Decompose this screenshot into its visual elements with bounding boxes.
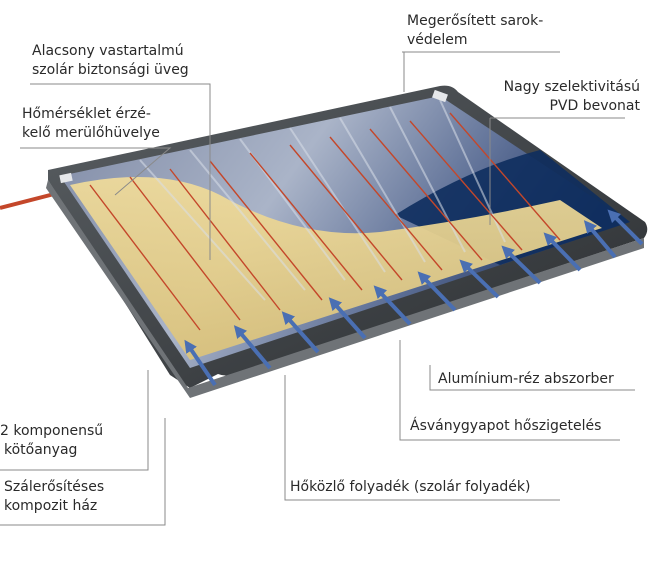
leader-lines: [0, 51, 635, 526]
fluid-flow-arrows: [184, 209, 644, 387]
corner-protection-left: [59, 172, 73, 184]
heat-pipes: [89, 112, 561, 331]
label-composite-housing: Szálerősítéses kompozit ház: [4, 479, 105, 514]
label-pvd-coating: Nagy szelektivitású PVD bevonat: [503, 79, 640, 114]
label-temperature-sensor-sleeve: Hőmérséklet érzé- kelő merülőhüvelye: [22, 106, 160, 141]
label-safety-glass: Alacsony vastartalmú szolár biztonsági ü…: [32, 43, 189, 78]
label-corner-protection: Megerősített sarok- védelem: [407, 13, 544, 48]
label-heat-transfer-fluid: Hőközlő folyadék (szolár folyadék): [290, 479, 531, 495]
label-absorber: Alumínium-réz abszorber: [438, 371, 614, 387]
label-two-component-adhesive: 2 komponensű kötőanyag: [0, 423, 104, 458]
label-insulation: Ásványgyapot hőszigetelés: [410, 418, 602, 434]
corner-protection: [432, 89, 448, 103]
